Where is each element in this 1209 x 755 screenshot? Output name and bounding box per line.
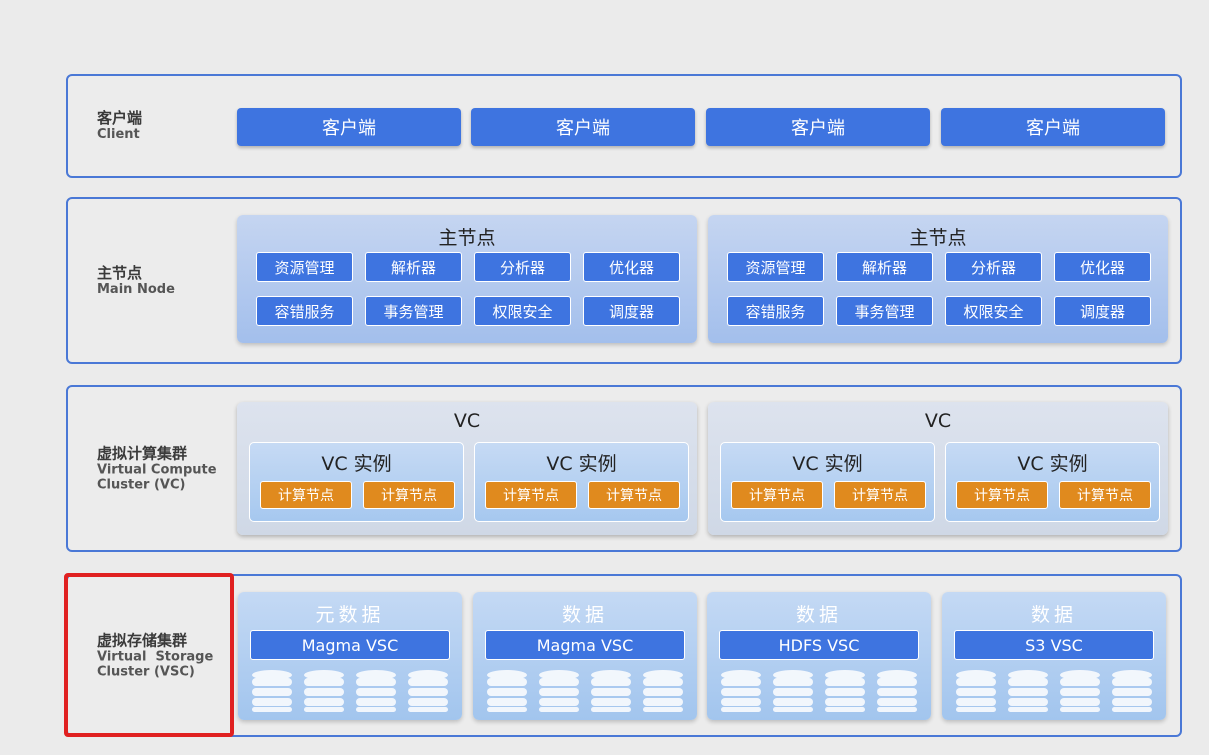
database-disk-icon xyxy=(537,669,581,713)
vsc-panel: 数据 Magma VSC xyxy=(473,592,697,720)
module-button[interactable]: 资源管理 xyxy=(727,252,824,282)
compute-node-button[interactable]: 计算节点 xyxy=(485,481,577,509)
database-disk-icon xyxy=(354,669,398,713)
vc-panel-title: VC xyxy=(924,410,952,432)
vsc-panel-title: 数据 xyxy=(561,604,608,626)
vsc-panel-title: 数据 xyxy=(795,604,842,626)
database-disk-icon xyxy=(719,669,763,713)
vc-panel: VC VC 实例 计算节点 计算节点 VC 实例 计算节点 计算节点 xyxy=(708,402,1168,535)
database-disk-icon xyxy=(875,669,919,713)
compute-node-button[interactable]: 计算节点 xyxy=(260,481,352,509)
module-button[interactable]: 容错服务 xyxy=(727,296,824,326)
main-node-layer-title: 主节点 Main Node xyxy=(97,264,175,298)
vc-instance-title: VC 实例 xyxy=(321,453,392,475)
vc-instance: VC 实例 计算节点 计算节点 xyxy=(474,442,689,522)
vc-instance: VC 实例 计算节点 计算节点 xyxy=(249,442,464,522)
database-disk-icon xyxy=(1006,669,1050,713)
main-node-layer: 主节点 Main Node 主节点 资源管理 解析器 分析器 优化器 容错服务 … xyxy=(66,197,1182,364)
vsc-button[interactable]: HDFS VSC xyxy=(719,630,919,660)
vsc-layer-title: 虚拟存储集群 Virtual Storage Cluster (VSC) xyxy=(97,631,213,680)
module-button[interactable]: 容错服务 xyxy=(256,296,353,326)
vsc-panel-title: 元数据 xyxy=(315,604,385,626)
client-button[interactable]: 客户端 xyxy=(237,108,461,146)
database-disk-icon xyxy=(771,669,815,713)
main-node-panel: 主节点 资源管理 解析器 分析器 优化器 容错服务 事务管理 权限安全 调度器 xyxy=(708,215,1168,343)
disk-group xyxy=(485,669,685,713)
database-disk-icon xyxy=(302,669,346,713)
vc-layer-title: 虚拟计算集群 Virtual Compute Cluster (VC) xyxy=(97,444,217,493)
client-button[interactable]: 客户端 xyxy=(706,108,930,146)
main-node-panel-title: 主节点 xyxy=(909,227,967,249)
vc-panel: VC VC 实例 计算节点 计算节点 VC 实例 计算节点 计算节点 xyxy=(237,402,697,535)
client-button[interactable]: 客户端 xyxy=(471,108,695,146)
vsc-button[interactable]: S3 VSC xyxy=(954,630,1154,660)
database-disk-icon xyxy=(406,669,450,713)
disk-group xyxy=(954,669,1154,713)
vc-instance-title: VC 实例 xyxy=(792,453,863,475)
module-button[interactable]: 解析器 xyxy=(365,252,462,282)
database-disk-icon xyxy=(1058,669,1102,713)
module-button[interactable]: 调度器 xyxy=(583,296,680,326)
client-title-zh: 客户端 xyxy=(97,109,143,128)
vsc-panel: 元数据 Magma VSC xyxy=(238,592,462,720)
vc-layer: 虚拟计算集群 Virtual Compute Cluster (VC) VC V… xyxy=(66,385,1182,552)
module-button[interactable]: 资源管理 xyxy=(256,252,353,282)
vc-title-zh: 虚拟计算集群 xyxy=(97,443,188,462)
module-button[interactable]: 权限安全 xyxy=(945,296,1042,326)
module-button[interactable]: 优化器 xyxy=(583,252,680,282)
main-node-title-zh: 主节点 xyxy=(97,263,143,282)
database-disk-icon xyxy=(823,669,867,713)
main-node-panel-title: 主节点 xyxy=(438,227,496,249)
vsc-title-en-2: Cluster (VSC) xyxy=(97,664,195,680)
compute-node-button[interactable]: 计算节点 xyxy=(588,481,680,509)
compute-node-button[interactable]: 计算节点 xyxy=(731,481,823,509)
highlight-box xyxy=(64,573,234,737)
module-button[interactable]: 事务管理 xyxy=(836,296,933,326)
vc-instance-title: VC 实例 xyxy=(1017,453,1088,475)
vc-instance: VC 实例 计算节点 计算节点 xyxy=(945,442,1160,522)
database-disk-icon xyxy=(589,669,633,713)
client-layer-title: 客户端 Client xyxy=(97,109,142,143)
database-disk-icon xyxy=(1110,669,1154,713)
vc-title-en-1: Virtual Compute xyxy=(97,461,217,477)
vc-title-en-2: Cluster (VC) xyxy=(97,477,186,493)
module-button[interactable]: 权限安全 xyxy=(474,296,571,326)
module-button[interactable]: 分析器 xyxy=(945,252,1042,282)
vsc-title-zh: 虚拟存储集群 xyxy=(97,630,188,649)
module-button[interactable]: 调度器 xyxy=(1054,296,1151,326)
disk-group xyxy=(250,669,450,713)
module-button[interactable]: 优化器 xyxy=(1054,252,1151,282)
compute-node-button[interactable]: 计算节点 xyxy=(363,481,455,509)
database-disk-icon xyxy=(250,669,294,713)
vsc-title-en-1: Virtual Storage xyxy=(97,648,214,664)
client-title-en: Client xyxy=(97,127,140,143)
main-node-panel: 主节点 资源管理 解析器 分析器 优化器 容错服务 事务管理 权限安全 调度器 xyxy=(237,215,697,343)
module-button[interactable]: 解析器 xyxy=(836,252,933,282)
main-node-title-en: Main Node xyxy=(97,281,175,297)
module-button[interactable]: 事务管理 xyxy=(365,296,462,326)
client-layer: 客户端 Client 客户端 客户端 客户端 客户端 xyxy=(66,74,1182,178)
database-disk-icon xyxy=(485,669,529,713)
database-disk-icon xyxy=(641,669,685,713)
database-disk-icon xyxy=(954,669,998,713)
disk-group xyxy=(719,669,919,713)
compute-node-button[interactable]: 计算节点 xyxy=(956,481,1048,509)
compute-node-button[interactable]: 计算节点 xyxy=(834,481,926,509)
module-button[interactable]: 分析器 xyxy=(474,252,571,282)
vsc-button[interactable]: Magma VSC xyxy=(250,630,450,660)
vsc-panel-title: 数据 xyxy=(1030,604,1077,626)
compute-node-button[interactable]: 计算节点 xyxy=(1059,481,1151,509)
vc-panel-title: VC xyxy=(453,410,481,432)
vsc-panel: 数据 HDFS VSC xyxy=(707,592,931,720)
vsc-layer: 虚拟存储集群 Virtual Storage Cluster (VSC) 元数据… xyxy=(66,574,1182,737)
client-button[interactable]: 客户端 xyxy=(941,108,1165,146)
vc-instance: VC 实例 计算节点 计算节点 xyxy=(720,442,935,522)
vsc-panel: 数据 S3 VSC xyxy=(942,592,1166,720)
vc-instance-title: VC 实例 xyxy=(546,453,617,475)
vsc-button[interactable]: Magma VSC xyxy=(485,630,685,660)
